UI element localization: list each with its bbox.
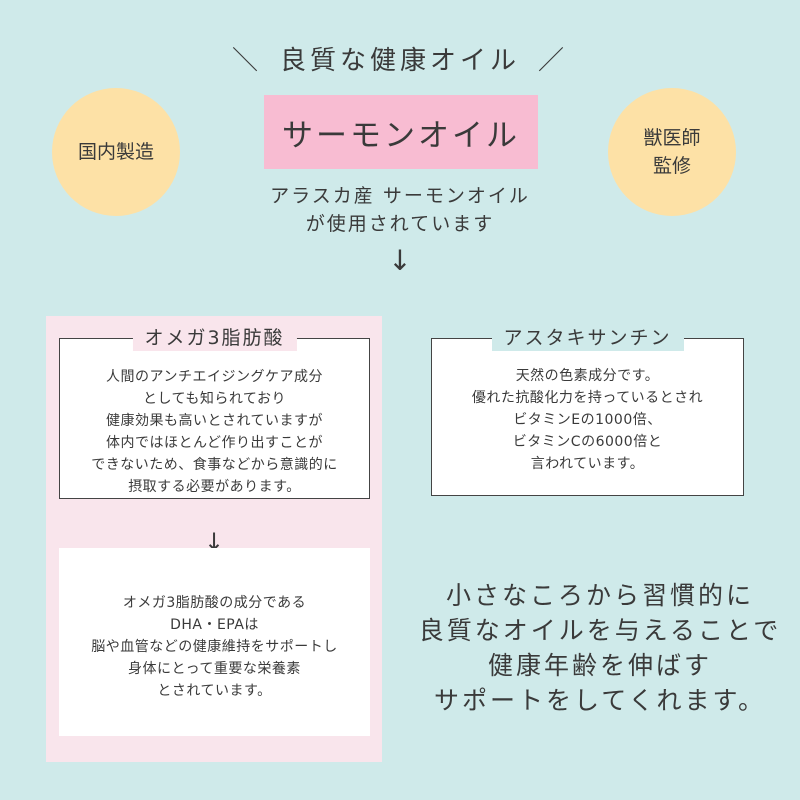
product-subtitle: アラスカ産 サーモンオイル が使用されています <box>0 182 800 238</box>
omega-text: 人間のアンチエイジングケア成分 としても知られており 健康効果も高いとされていま… <box>91 369 338 495</box>
badge-vet-line1: 獣医師 <box>643 127 701 149</box>
product-title: サーモンオイル <box>282 117 520 154</box>
badge-vet: 獣医師 監修 <box>608 88 736 216</box>
astaxanthin-label: アスタキサンチン <box>491 325 684 351</box>
slash-right: ／ <box>538 46 569 76</box>
slash-left: ＼ <box>231 46 262 76</box>
badge-domestic-label: 国内製造 <box>77 141 154 163</box>
astaxanthin-text: 天然の色素成分です。 優れた抗酸化力を持っているとされ ビタミンEの1000倍、… <box>471 368 704 472</box>
astaxanthin-box: アスタキサンチン 天然の色素成分です。 優れた抗酸化力を持っているとされ ビタミ… <box>431 325 744 496</box>
arrow-down-icon: ↓ <box>388 244 412 277</box>
omega-label: オメガ3脂肪酸 <box>132 325 297 351</box>
tagline: ＼ 良質な健康オイル ／ <box>0 40 800 77</box>
omega-box: オメガ3脂肪酸 人間のアンチエイジングケア成分 としても知られており 健康効果も… <box>59 325 370 499</box>
product-subtitle-line2: が使用されています <box>305 213 495 235</box>
badge-vet-line2: 監修 <box>652 155 691 177</box>
product-title-box: サーモンオイル <box>264 95 538 169</box>
tagline-text: 良質な健康オイル <box>279 46 520 76</box>
omega-detail-box: オメガ3脂肪酸の成分である DHA・EPAは 脳や血管などの健康維持をサポートし… <box>59 548 370 736</box>
omega-detail-text: オメガ3脂肪酸の成分である DHA・EPAは 脳や血管などの健康維持をサポートし… <box>91 595 338 699</box>
product-subtitle-line1: アラスカ産 サーモンオイル <box>270 185 530 207</box>
closing-message: 小さなころから習慣的に 良質なオイルを与えることで 健康年齢を伸ばす サポートを… <box>418 581 782 715</box>
badge-domestic: 国内製造 <box>52 88 180 216</box>
